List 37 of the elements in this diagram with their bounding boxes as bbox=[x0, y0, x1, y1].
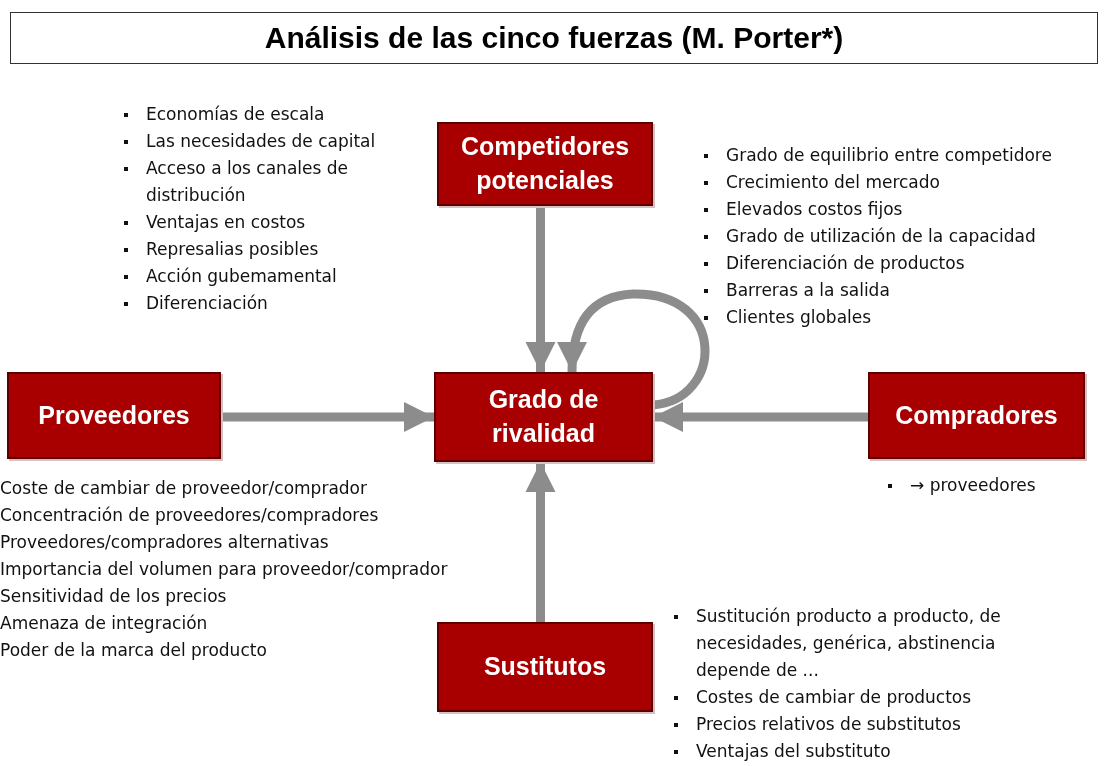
factor-text: Grado de utilización de la capacidad bbox=[700, 223, 1109, 250]
force-box: Sustitutos bbox=[437, 622, 653, 712]
factor-text: Ventajas del substituto bbox=[670, 738, 1050, 765]
arrow bbox=[525, 462, 556, 622]
factor-text: Importancia del volumen para proveedor/comprador bbox=[0, 558, 449, 581]
factor-text: Elevados costos fijos bbox=[700, 196, 1109, 223]
factor-text: Clientes globales bbox=[700, 304, 1109, 331]
factor-text: Sustitución producto a producto, de necesidades, genérica, abstinencia depende de ... bbox=[670, 603, 1050, 684]
factor-text: Proveedores/compradores alternativas bbox=[0, 531, 330, 554]
factor-text: Acceso a los canales de distribución bbox=[120, 155, 430, 209]
arrow bbox=[558, 289, 710, 410]
factor-text: Ventajas en costos bbox=[120, 209, 430, 236]
factor-text: Grado de equilibrio entre competidore bbox=[700, 142, 1109, 169]
title: Análisis de las cinco fuerzas (M. Porter*) bbox=[10, 12, 1098, 64]
factor-text: Acción gubemamental bbox=[120, 263, 430, 290]
factor-text: Precios relativos de substitutos bbox=[670, 711, 1050, 738]
factor-text: → proveedores bbox=[884, 472, 1084, 499]
factor-text: Sensitividad de los precios bbox=[0, 585, 228, 608]
arrow bbox=[653, 402, 868, 432]
force-box: Compradores bbox=[868, 372, 1085, 459]
factor-text: Poder de la marca del producto bbox=[0, 639, 268, 662]
factor-text: Amenaza de integración bbox=[0, 612, 209, 635]
factor-text: Barreras a la salida bbox=[700, 277, 1109, 304]
factor-text: Concentración de proveedores/compradores bbox=[0, 504, 380, 527]
force-box: Competidores potenciales bbox=[437, 122, 653, 206]
factor-text: Las necesidades de capital bbox=[120, 128, 430, 155]
factor-text: Crecimiento del mercado bbox=[700, 169, 1109, 196]
arrow bbox=[221, 402, 434, 432]
factor-text: Diferenciación de productos bbox=[700, 250, 1109, 277]
force-box: Grado de rivalidad bbox=[434, 372, 653, 462]
factor-text: Diferenciación bbox=[120, 290, 430, 317]
factor-text: Costes de cambiar de productos bbox=[670, 684, 1050, 711]
factor-text: Economías de escala bbox=[120, 101, 430, 128]
force-box: Proveedores bbox=[7, 372, 221, 459]
factor-text: Coste de cambiar de proveedor/comprador bbox=[0, 477, 368, 500]
factor-text: Represalias posibles bbox=[120, 236, 430, 263]
arrow bbox=[525, 206, 556, 372]
